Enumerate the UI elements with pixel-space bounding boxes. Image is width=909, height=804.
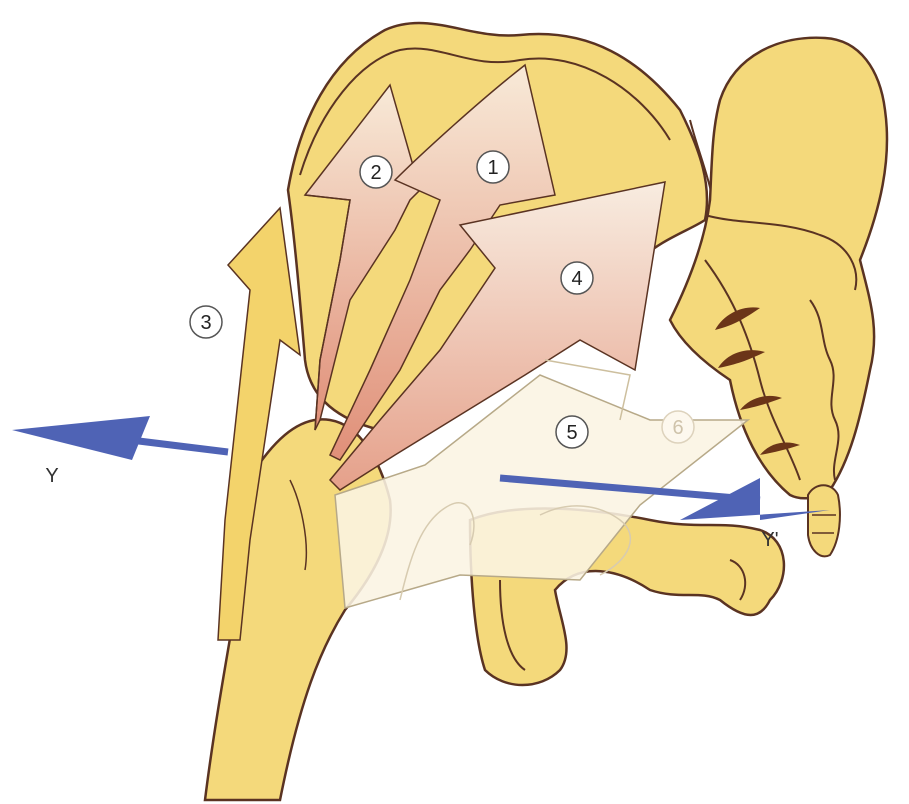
label-circle-1: 1	[477, 151, 509, 183]
coccyx	[808, 485, 840, 556]
sacrum	[670, 38, 887, 557]
label-circle-2: 2	[360, 156, 392, 188]
label-3-text: 3	[200, 312, 211, 334]
axis-label-y: Y	[45, 465, 58, 487]
axis-label-y-prime: Y'	[761, 529, 778, 551]
label-2-text: 2	[370, 162, 381, 184]
label-5-text: 5	[566, 422, 577, 444]
label-1-text: 1	[487, 157, 498, 179]
label-circle-3: 3	[190, 306, 222, 338]
axis-arrow-y	[12, 416, 228, 460]
label-4-text: 4	[571, 268, 582, 290]
label-circle-6: 6	[662, 411, 694, 443]
label-circle-5: 5	[556, 416, 588, 448]
label-6-text: 6	[672, 417, 683, 439]
label-circle-4: 4	[561, 262, 593, 294]
